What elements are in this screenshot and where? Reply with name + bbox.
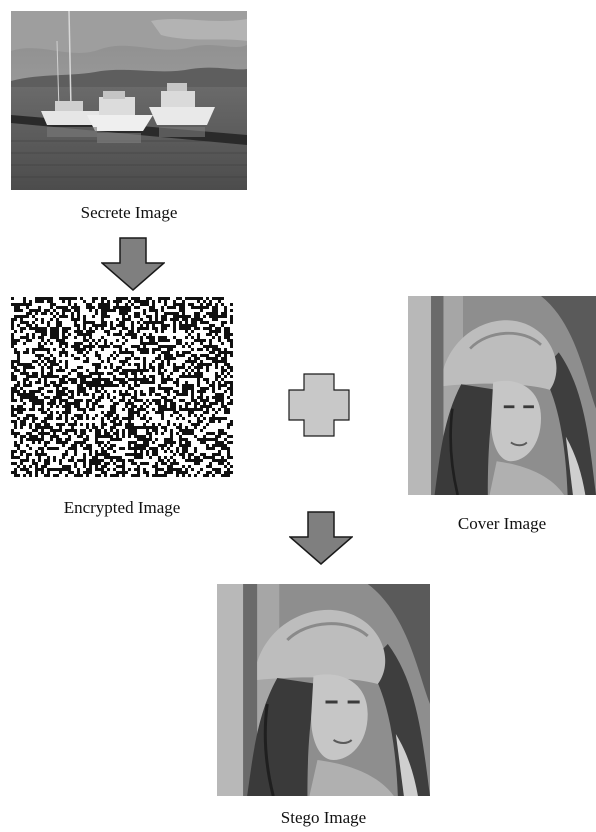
encrypted-image-caption: Encrypted Image bbox=[63, 498, 181, 517]
secret-image bbox=[11, 11, 247, 190]
secret-image-graphic bbox=[11, 11, 247, 190]
stego-image bbox=[217, 584, 430, 796]
secret-image-caption: Secrete Image bbox=[80, 203, 178, 222]
down-arrow-icon bbox=[101, 237, 165, 291]
cover-image-caption: Cover Image bbox=[457, 514, 547, 533]
cover-image-graphic bbox=[408, 296, 596, 495]
down-arrow-shape bbox=[101, 237, 165, 291]
down-arrow-icon bbox=[289, 511, 353, 565]
plus-icon bbox=[288, 373, 350, 437]
encrypted-image-graphic bbox=[11, 297, 233, 477]
plus-shape bbox=[288, 373, 350, 437]
stego-image-caption: Stego Image bbox=[280, 808, 367, 827]
encrypted-image bbox=[11, 297, 233, 477]
stego-image-graphic bbox=[217, 584, 430, 796]
down-arrow-shape bbox=[289, 511, 353, 565]
cover-image bbox=[408, 296, 596, 495]
